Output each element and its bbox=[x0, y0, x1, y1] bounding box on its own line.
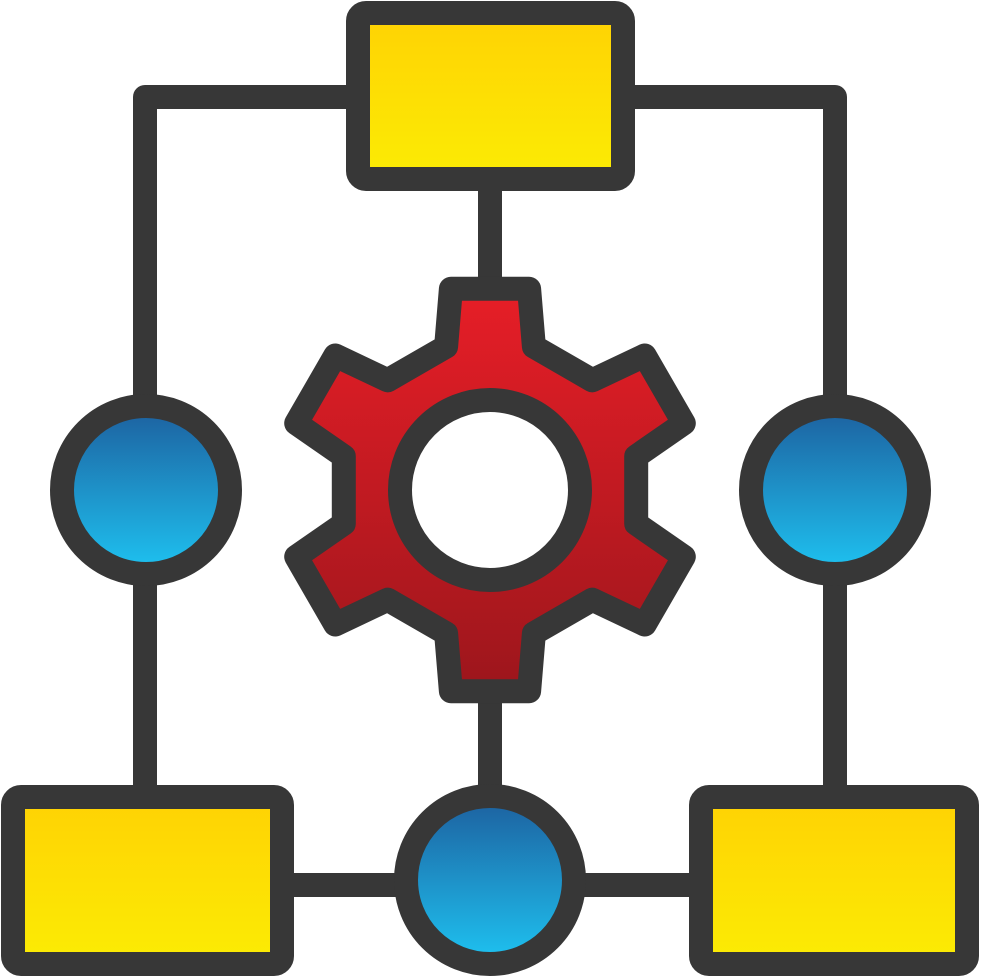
bottom-left-box-icon bbox=[1, 785, 294, 976]
gear-hole bbox=[388, 388, 592, 592]
gear-icon bbox=[284, 276, 696, 704]
left-node-icon bbox=[50, 394, 242, 586]
top-box-icon bbox=[346, 1, 635, 191]
right-node-icon bbox=[739, 394, 931, 586]
connector-top-left bbox=[133, 85, 370, 412]
connector-lines bbox=[133, 85, 847, 897]
bottom-right-box-icon bbox=[689, 785, 979, 976]
bottom-node-icon bbox=[394, 784, 586, 976]
connector-top-right bbox=[611, 85, 847, 412]
